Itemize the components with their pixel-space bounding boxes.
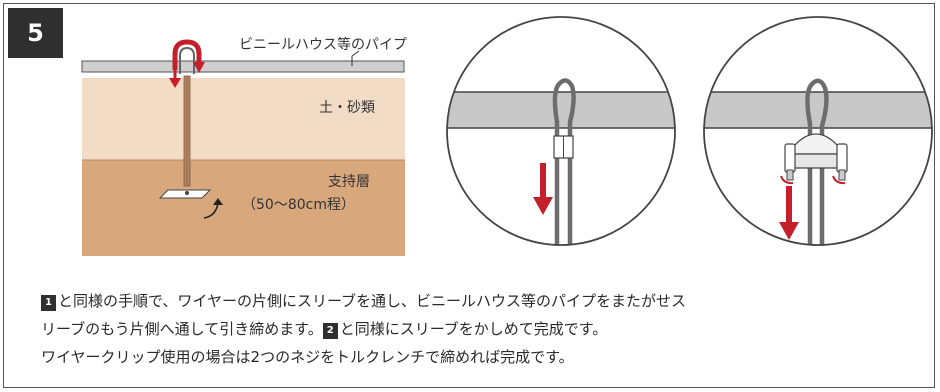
step-card: 5 ビニー [3,3,935,388]
hook-arrow-icon [172,39,202,70]
installation-diagram: ビニールハウス等のパイプ 土・砂類 支持層 （50〜80cm程） [81,16,933,256]
soil-label: 土・砂類 [319,100,375,116]
step-ref-badge-2: 2 [322,323,338,339]
wire-clip [784,133,848,181]
tighten-arrow-left-icon [780,175,794,185]
pipe-closeup-2 [704,92,932,128]
step-number-badge: 5 [8,8,63,58]
pull-down-arrow-icon [169,78,181,88]
pipe-label: ビニールハウス等のパイプ [239,36,407,53]
bearing-layer-label: 支持層 [328,174,370,190]
wire-through-sleeve [552,78,576,245]
pipe-closeup [447,92,675,128]
tighten-arrow-right-icon [832,175,846,185]
wire-loop [179,46,195,74]
wire-clip-detail-circle [703,16,933,246]
depth-range-label: （50〜80cm程） [242,197,355,213]
pull-arrow-icon [533,197,553,215]
step-ref-badge: 1 [41,295,56,311]
pull-arrow-icon-2 [779,222,799,240]
instruction-line-3: ワイヤークリップ使用の場合は2つのネジをトルクレンチで締めれば完成です。 [41,348,574,366]
rotation-arrow-icon [203,202,219,219]
soil-layer [82,78,405,160]
anchor-plate [158,189,212,199]
bearing-layer [82,160,405,256]
ground-cross-section: ビニールハウス等のパイプ 土・砂類 支持層 （50〜80cm程） [81,36,407,256]
pipe-bar [81,60,405,73]
sleeve-detail-circle [446,16,676,246]
wire-through-clip [805,78,829,245]
